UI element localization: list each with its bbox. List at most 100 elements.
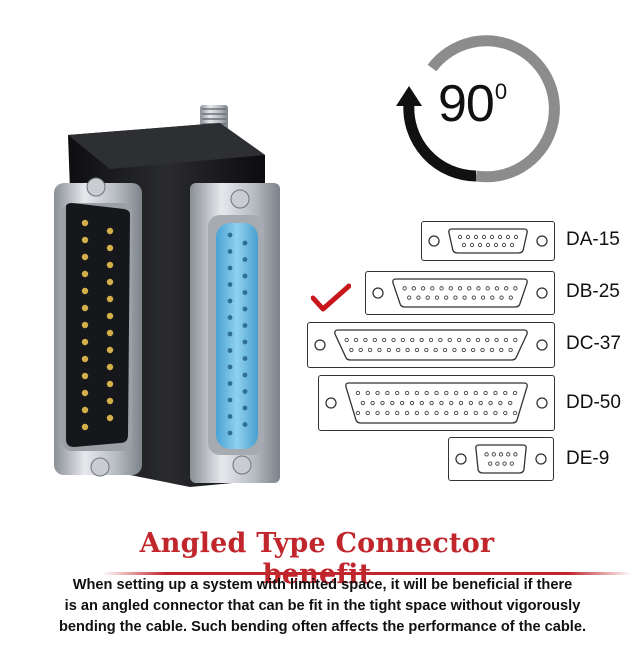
pin-icon bbox=[476, 286, 481, 291]
pin-icon bbox=[447, 337, 452, 343]
pin-icon bbox=[353, 337, 359, 343]
pin-icon bbox=[513, 234, 519, 240]
pin-icon bbox=[513, 286, 518, 291]
pin-icon bbox=[508, 347, 513, 353]
pin-icon bbox=[382, 337, 387, 343]
male-pin-icon bbox=[81, 253, 89, 261]
female-hole-icon bbox=[227, 298, 233, 304]
female-hole-icon bbox=[242, 339, 248, 345]
pin-icon bbox=[385, 410, 390, 416]
pin-icon bbox=[395, 410, 400, 416]
pin-icon bbox=[453, 390, 459, 396]
pin-icon bbox=[416, 295, 421, 300]
connector-product-image bbox=[40, 95, 300, 495]
pin-icon bbox=[395, 390, 400, 396]
pin-icon bbox=[463, 410, 469, 416]
male-pin-icon bbox=[81, 389, 89, 397]
pin-icon bbox=[444, 390, 449, 396]
pin-icon bbox=[485, 286, 490, 291]
pin-icon bbox=[504, 286, 509, 291]
connector-db25-diagram bbox=[365, 271, 555, 315]
pin-icon bbox=[489, 234, 495, 240]
female-hole-icon bbox=[227, 249, 233, 254]
male-pin-icon bbox=[106, 227, 114, 235]
pin-icon bbox=[509, 461, 514, 466]
pin-icon bbox=[485, 242, 491, 248]
connector-label-dc37: DC-37 bbox=[566, 333, 621, 354]
description-line: is an angled connector that can be fit i… bbox=[64, 598, 581, 614]
male-pin-icon bbox=[81, 406, 89, 414]
pin-icon bbox=[444, 295, 449, 300]
female-hole-icon bbox=[242, 240, 248, 246]
connector-shell-outline bbox=[475, 444, 527, 474]
connector-shell-outline bbox=[345, 382, 528, 424]
female-hole-icon bbox=[242, 422, 248, 427]
female-hole-icon bbox=[227, 265, 233, 271]
connector-da15-diagram bbox=[421, 221, 555, 261]
male-pin-icon bbox=[106, 244, 114, 252]
pin-icon bbox=[483, 410, 488, 416]
pin-icon bbox=[456, 337, 462, 343]
pin-icon bbox=[484, 452, 489, 457]
mounting-hole-icon bbox=[536, 397, 548, 409]
mounting-hole-icon bbox=[536, 235, 548, 247]
pin-icon bbox=[438, 337, 443, 343]
pin-icon bbox=[493, 242, 499, 248]
pin-icon bbox=[457, 286, 463, 291]
benefit-description: When setting up a system with limited sp… bbox=[10, 575, 635, 638]
pin-icon bbox=[477, 242, 483, 248]
mounting-hole-icon bbox=[536, 339, 548, 351]
pin-icon bbox=[444, 410, 449, 416]
male-pin-icon bbox=[81, 321, 89, 329]
pin-icon bbox=[367, 347, 373, 353]
benefit-heading: Angled Type Connector benefit bbox=[82, 524, 632, 590]
mounting-hole-icon bbox=[428, 235, 440, 247]
title-underline bbox=[102, 572, 632, 575]
pin-icon bbox=[452, 347, 457, 353]
pin-icon bbox=[513, 452, 518, 457]
pin-icon bbox=[506, 452, 511, 457]
male-pin-icon bbox=[106, 414, 114, 422]
pin-icon bbox=[493, 390, 498, 396]
pin-icon bbox=[405, 347, 410, 353]
checkmark-icon bbox=[310, 283, 352, 313]
pin-icon bbox=[372, 337, 377, 343]
pin-icon bbox=[475, 337, 480, 343]
pin-icon bbox=[425, 295, 430, 300]
connector-dc37-diagram bbox=[307, 322, 555, 368]
female-hole-icon bbox=[227, 315, 233, 320]
pin-icon bbox=[458, 400, 464, 406]
pin-icon bbox=[501, 242, 507, 248]
pin-icon bbox=[508, 400, 513, 406]
rotation-angle-graphic: 900 bbox=[392, 28, 567, 188]
pin-icon bbox=[363, 337, 368, 343]
pin-icon bbox=[386, 347, 391, 353]
pin-icon bbox=[375, 410, 380, 416]
pin-icon bbox=[497, 234, 503, 240]
pin-icon bbox=[457, 234, 463, 240]
pin-icon bbox=[461, 242, 467, 248]
female-hole-icon bbox=[242, 257, 248, 262]
pin-icon bbox=[404, 410, 410, 416]
pin-icon bbox=[390, 400, 395, 406]
pin-icon bbox=[442, 347, 448, 353]
pin-icon bbox=[498, 400, 503, 406]
pin-icon bbox=[480, 347, 485, 353]
pin-icon bbox=[448, 286, 453, 291]
female-hole-icon bbox=[242, 306, 248, 312]
pin-icon bbox=[370, 400, 375, 406]
pin-icon bbox=[365, 390, 370, 396]
male-pin-icon bbox=[106, 278, 114, 286]
page-title: Angled Type Connector benefit bbox=[139, 528, 495, 590]
pin-icon bbox=[439, 400, 444, 406]
pin-icon bbox=[467, 286, 472, 291]
pin-icon bbox=[414, 410, 420, 416]
pin-icon bbox=[471, 295, 476, 300]
pin-icon bbox=[391, 337, 396, 343]
pin-icon bbox=[462, 295, 467, 300]
pin-icon bbox=[453, 410, 459, 416]
female-hole-icon bbox=[242, 290, 248, 295]
pin-icon bbox=[494, 286, 500, 291]
pin-icon bbox=[469, 242, 475, 248]
pin-icon bbox=[471, 347, 476, 353]
